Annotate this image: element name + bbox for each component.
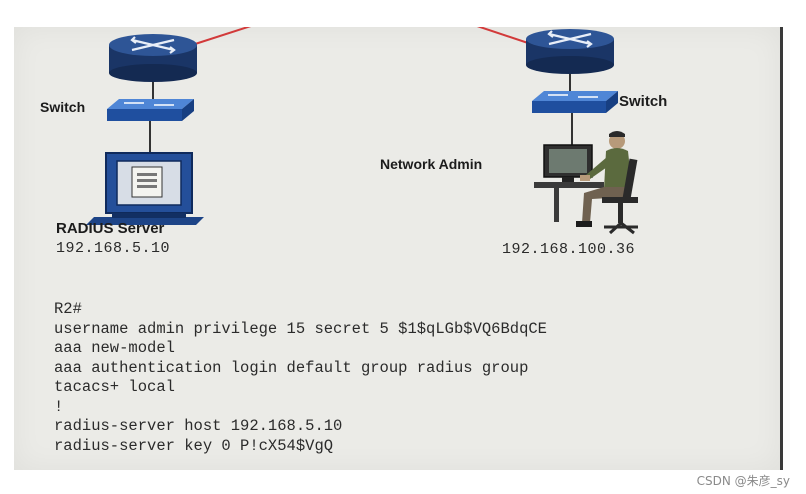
diagram-frame: Switch Switch Network Admin RADIUS Serve… (14, 27, 783, 470)
config-line: aaa new-model (54, 339, 175, 357)
config-line: aaa authentication login default group r… (54, 358, 529, 377)
network-admin-label: Network Admin (380, 156, 483, 172)
network-topology (86, 27, 638, 235)
radius-server-ip: 192.168.5.10 (56, 240, 171, 257)
switch-icon (532, 91, 618, 113)
link-right-router (476, 27, 535, 46)
server-icon (86, 152, 204, 225)
config-line: R2# (54, 300, 82, 318)
router-icon (526, 29, 614, 74)
switch-label-right: Switch (619, 93, 668, 110)
switch-label-left: Switch (40, 99, 86, 115)
router-icon (109, 34, 197, 82)
radius-server-label: RADIUS Server (56, 220, 165, 237)
config-line: username admin privilege 15 secret 5 $1$… (54, 319, 547, 338)
network-admin-ip: 192.168.100.36 (502, 241, 636, 258)
config-line: ! (54, 397, 64, 416)
link-left-router (191, 27, 252, 46)
config-line: radius-server host 192.168.5.10 (54, 417, 343, 435)
workstation-icon (534, 131, 638, 235)
router-config: R2# username admin privilege 15 secret 5… (54, 300, 774, 456)
config-line: tacacs+ local (54, 378, 175, 396)
config-line: radius-server key 0 P!cX54$VgQ (54, 436, 334, 455)
switch-icon (107, 99, 194, 121)
csdn-watermark: CSDN @朱彦_sy (696, 474, 790, 488)
